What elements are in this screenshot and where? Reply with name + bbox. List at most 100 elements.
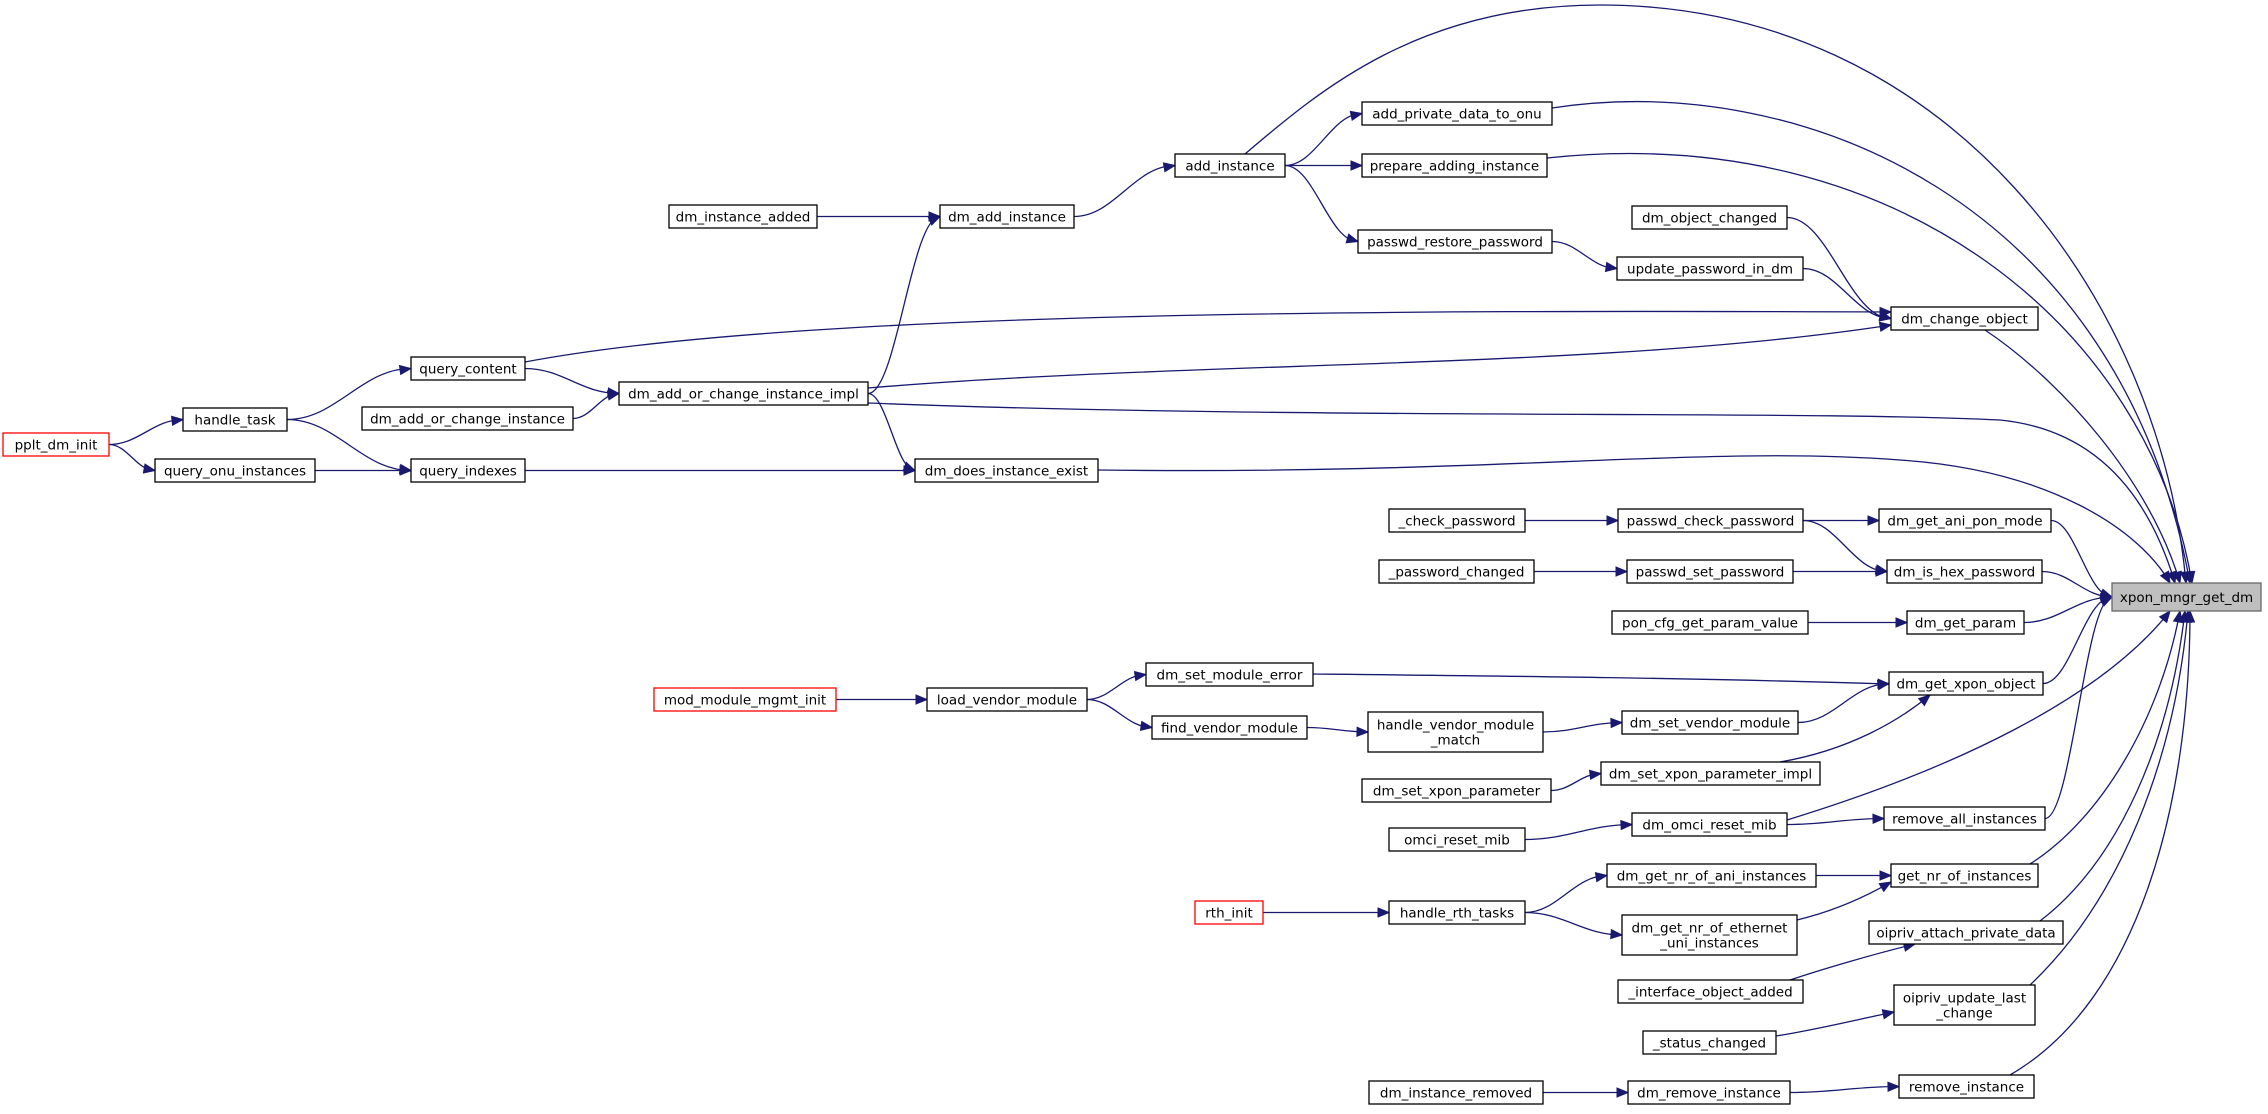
node-box xyxy=(618,381,869,406)
node-add-private-data-to-onu[interactable]: add_private_data_to_onu xyxy=(1361,101,1553,126)
node-box xyxy=(1616,256,1804,281)
node-password-changed[interactable]: _password_changed xyxy=(1378,559,1535,584)
node-dm-instance-added[interactable]: dm_instance_added xyxy=(668,204,818,229)
node-label: dm_set_module_error xyxy=(1157,668,1303,684)
node-dm-set-xpon-parameter-impl[interactable]: dm_set_xpon_parameter_impl xyxy=(1600,761,1821,786)
node-label: prepare_adding_instance xyxy=(1370,159,1540,175)
node-dm-set-module-error[interactable]: dm_set_module_error xyxy=(1145,662,1314,687)
call-edge xyxy=(1306,726,1370,737)
call-edge xyxy=(836,694,929,705)
node-dm-change-object[interactable]: dm_change_object xyxy=(1890,306,2039,331)
node-dm-add-instance[interactable]: dm_add_instance xyxy=(939,204,1075,229)
node-update-password-in-dm[interactable]: update_password_in_dm xyxy=(1616,256,1804,281)
node-label: passwd_set_password xyxy=(1636,565,1785,581)
node-dm-add-or-change-instance[interactable]: dm_add_or_change_instance xyxy=(361,406,574,431)
node-box xyxy=(2111,582,2262,612)
node-interface-object-added[interactable]: _interface_object_added xyxy=(1617,979,1804,1004)
node-label: passwd_restore_password xyxy=(1367,235,1543,251)
node-label: dm_instance_added xyxy=(676,210,811,226)
edge-line xyxy=(2009,610,2191,1076)
node-dm-set-xpon-parameter[interactable]: dm_set_xpon_parameter xyxy=(1361,778,1552,803)
node-dm-add-or-change-instance-impl[interactable]: dm_add_or_change_instance_impl xyxy=(618,381,869,406)
node-rth-init[interactable]: rth_init xyxy=(1194,900,1264,925)
call-edge xyxy=(1525,515,1620,526)
node-box xyxy=(154,458,316,483)
call-edge xyxy=(1816,870,1893,881)
node-load-vendor-module[interactable]: load_vendor_module xyxy=(926,687,1088,712)
node-prepare-adding-instance[interactable]: prepare_adding_instance xyxy=(1361,153,1548,178)
call-edge xyxy=(1285,160,1364,171)
node-get-nr-of-instances[interactable]: get_nr_of_instances xyxy=(1890,863,2039,888)
edge-arrowhead xyxy=(1594,872,1609,883)
call-edge xyxy=(1543,1087,1630,1098)
call-edge xyxy=(1263,907,1391,918)
node-box xyxy=(1388,900,1526,925)
node-dm-instance-removed[interactable]: dm_instance_removed xyxy=(1368,1080,1544,1105)
node-check-password[interactable]: _check_password xyxy=(1388,508,1526,533)
edge-line xyxy=(1546,153,2193,584)
edge-line xyxy=(1542,721,1623,733)
node-pon-cfg-get-param-value[interactable]: pon_cfg_get_param_value xyxy=(1611,610,1809,635)
node-dm-omci-reset-mib[interactable]: dm_omci_reset_mib xyxy=(1631,812,1788,837)
edge-arrowhead xyxy=(1133,670,1148,682)
node-handle-task[interactable]: handle_task xyxy=(182,407,288,432)
node-box xyxy=(1378,559,1535,584)
node-dm-get-ani-pon-mode[interactable]: dm_get_ani_pon_mode xyxy=(1878,508,2052,533)
edge-arrowhead xyxy=(1616,1087,1630,1098)
node-dm-get-nr-of-ani-instances[interactable]: dm_get_nr_of_ani_instances xyxy=(1606,863,1817,888)
edge-arrowhead xyxy=(915,694,929,705)
edge-line xyxy=(867,402,2176,584)
node-query-onu-instances[interactable]: query_onu_instances xyxy=(154,458,316,483)
call-edge xyxy=(1551,240,1619,273)
node-label: _check_password xyxy=(1397,514,1515,530)
edge-arrowhead xyxy=(1588,769,1603,781)
node-handle-vendor-module-match[interactable]: handle_vendor_module_match xyxy=(1367,711,1544,753)
node-dm-get-param[interactable]: dm_get_param xyxy=(1906,610,2025,635)
node-box xyxy=(1868,920,2064,945)
node-oipriv-update-last-change[interactable]: oipriv_update_last_change xyxy=(1893,984,2036,1026)
node-box xyxy=(1890,306,2039,331)
edge-line xyxy=(286,367,412,421)
node-mod-module-mgmt-init[interactable]: mod_module_mgmt_init xyxy=(653,687,837,712)
call-edge xyxy=(1789,941,1917,981)
edge-line xyxy=(1524,823,1633,841)
node-dm-does-instance-exist[interactable]: dm_does_instance_exist xyxy=(914,458,1099,483)
node-dm-get-xpon-object[interactable]: dm_get_xpon_object xyxy=(1888,671,2044,696)
node-label: dm_remove_instance xyxy=(1637,1086,1781,1102)
node-dm-get-nr-of-ethernet-uni-instances[interactable]: dm_get_nr_of_ethernet_uni_instances xyxy=(1621,914,1798,956)
node-xpon-mngr-get-dm[interactable]: xpon_mngr_get_dm xyxy=(2111,582,2262,612)
node-dm-object-changed[interactable]: dm_object_changed xyxy=(1631,205,1788,230)
edge-arrowhead xyxy=(1615,566,1629,577)
node-passwd-restore-password[interactable]: passwd_restore_password xyxy=(1357,229,1553,254)
node-box xyxy=(1617,979,1804,1004)
node-status-changed[interactable]: _status_changed xyxy=(1642,1030,1777,1055)
node-find-vendor-module[interactable]: find_vendor_module xyxy=(1151,715,1308,740)
node-label: _password_changed xyxy=(1388,565,1525,581)
node-add-instance[interactable]: add_instance xyxy=(1174,153,1286,178)
node-label: handle_vendor_module xyxy=(1377,718,1534,734)
node-dm-remove-instance[interactable]: dm_remove_instance xyxy=(1627,1080,1791,1105)
node-label: update_password_in_dm xyxy=(1627,262,1793,278)
node-pplt-dm-init[interactable]: pplt_dm_init xyxy=(2,432,110,457)
node-handle-rth-tasks[interactable]: handle_rth_tasks xyxy=(1388,900,1526,925)
node-box xyxy=(1368,1080,1544,1105)
node-remove-all-instances[interactable]: remove_all_instances xyxy=(1883,806,2046,831)
edge-arrowhead xyxy=(1162,162,1177,173)
edge-arrowhead xyxy=(606,390,621,401)
node-label: query_content xyxy=(419,362,516,378)
node-omci-reset-mib[interactable]: omci_reset_mib xyxy=(1388,827,1526,852)
node-query-indexes[interactable]: query_indexes xyxy=(410,458,526,483)
node-box xyxy=(1611,610,1809,635)
node-label: dm_add_or_change_instance xyxy=(370,412,565,428)
node-remove-instance[interactable]: remove_instance xyxy=(1898,1074,2035,1099)
node-passwd-check-password[interactable]: passwd_check_password xyxy=(1617,508,1804,533)
node-label: dm_omci_reset_mib xyxy=(1642,818,1776,834)
node-box xyxy=(1883,806,2046,831)
node-query-content[interactable]: query_content xyxy=(410,356,526,381)
node-label: dm_is_hex_password xyxy=(1894,565,2035,581)
node-oipriv-attach-private-data[interactable]: oipriv_attach_private_data xyxy=(1868,920,2064,945)
node-dm-set-vendor-module[interactable]: dm_set_vendor_module xyxy=(1621,710,1799,735)
node-box xyxy=(1626,559,1794,584)
node-passwd-set-password[interactable]: passwd_set_password xyxy=(1626,559,1794,584)
node-dm-is-hex-password[interactable]: dm_is_hex_password xyxy=(1886,559,2043,584)
